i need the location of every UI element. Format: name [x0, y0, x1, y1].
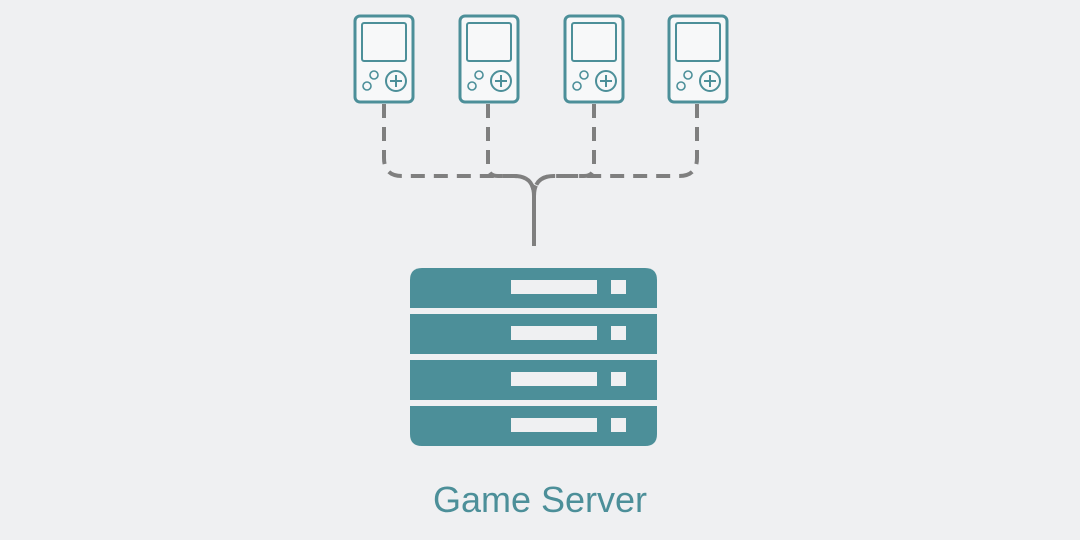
status-light [611, 280, 626, 294]
console-button-a [579, 70, 589, 80]
server-rack [410, 268, 657, 446]
console-button-b [676, 81, 686, 91]
console-dpad-ring [595, 70, 617, 92]
console-button-a [683, 70, 693, 80]
server-label: Game Server [432, 479, 648, 520]
console-button-a [369, 70, 379, 80]
drive-slot [511, 372, 597, 386]
console-dpad-ring [699, 70, 721, 92]
console-screen [571, 22, 617, 62]
console-button-a [474, 70, 484, 80]
console-screen [675, 22, 721, 62]
console-button-b [362, 81, 372, 91]
handheld-console-icon [667, 14, 729, 104]
client-connector-2 [486, 104, 536, 197]
console-dpad-ring [385, 70, 407, 92]
handheld-console-icon [458, 14, 520, 104]
server-unit [410, 406, 657, 446]
client-connector-4 [532, 104, 699, 197]
server-unit [410, 268, 657, 308]
client-devices [353, 14, 729, 104]
connectors [382, 104, 699, 246]
handheld-console-icon [353, 14, 415, 104]
handheld-console-icon [563, 14, 625, 104]
console-button-b [467, 81, 477, 91]
console-screen [466, 22, 512, 62]
console-dpad-ring [490, 70, 512, 92]
drive-slot [511, 280, 597, 294]
client-connector-1 [382, 104, 536, 197]
server-unit [410, 314, 657, 354]
console-button-b [572, 81, 582, 91]
drive-slot [511, 418, 597, 432]
drive-slot [511, 326, 597, 340]
status-light [611, 418, 626, 432]
status-light [611, 326, 626, 340]
server-unit [410, 360, 657, 400]
console-screen [361, 22, 407, 62]
client-connector-3 [532, 104, 596, 197]
status-light [611, 372, 626, 386]
